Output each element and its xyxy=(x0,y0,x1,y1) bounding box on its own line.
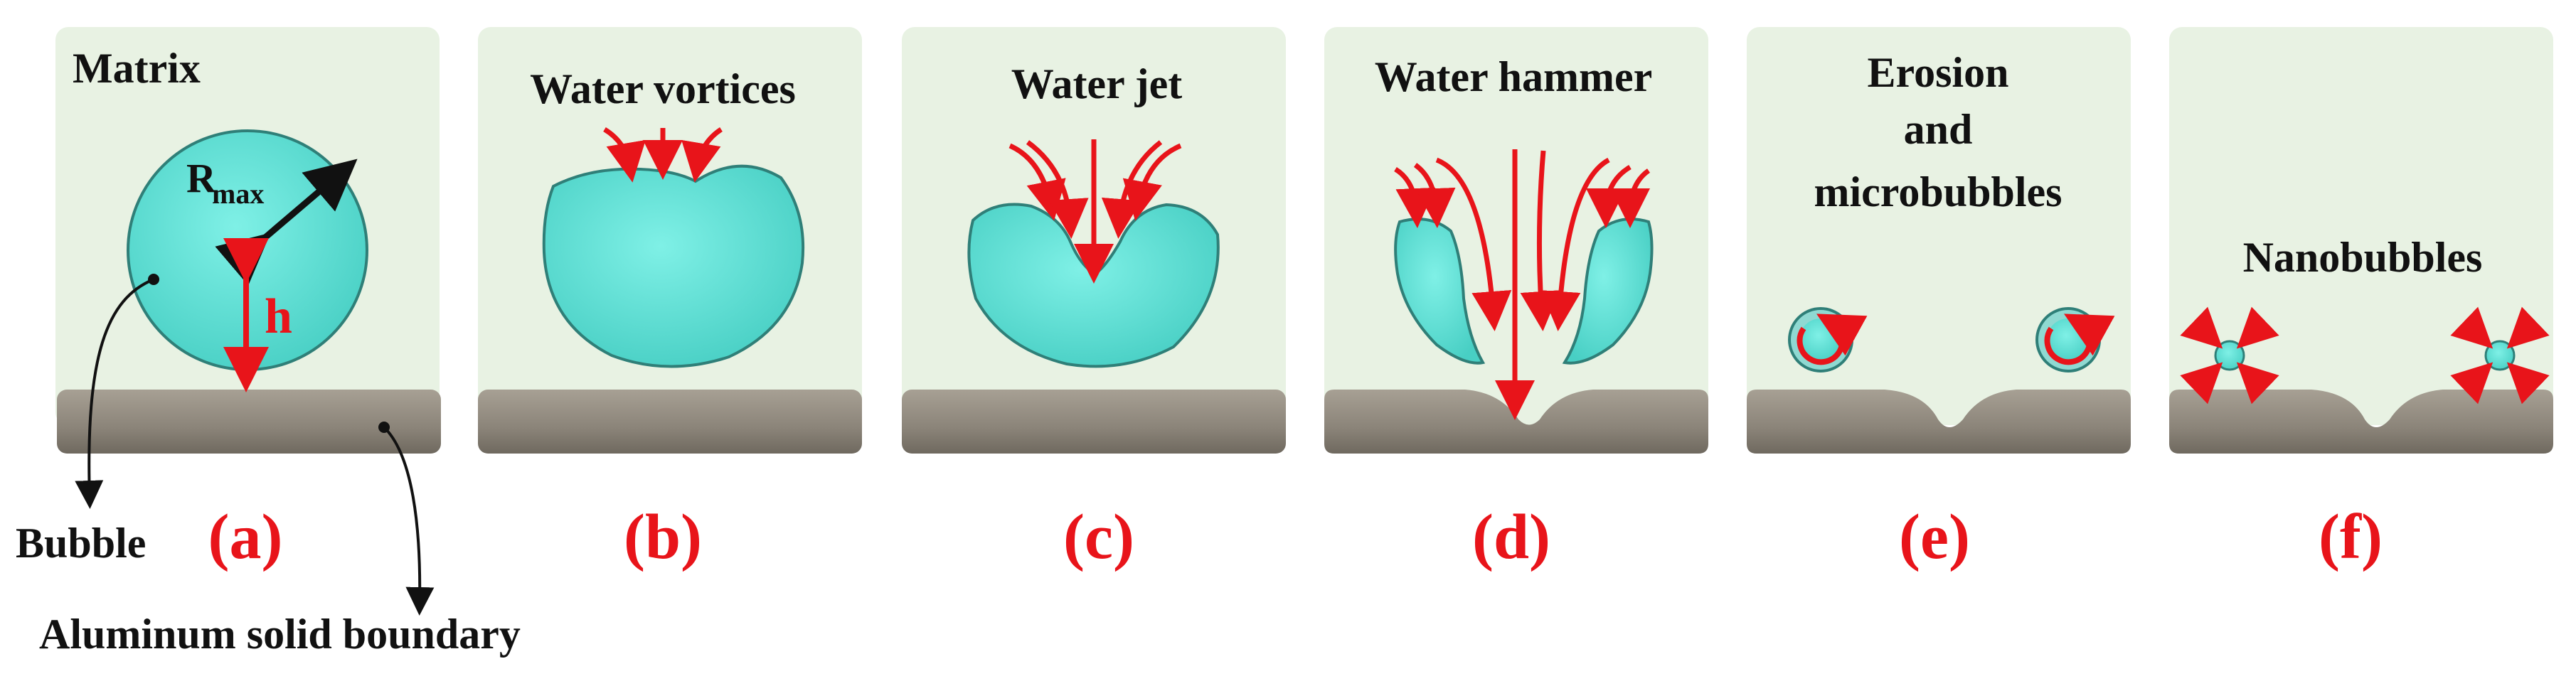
bubble-left-fragment xyxy=(1394,218,1486,365)
recirculation-arrow-icon xyxy=(2044,313,2115,365)
recirculation-arrow-icon xyxy=(1797,313,1868,365)
red-arrow-icon xyxy=(2180,306,2279,404)
panel-e: Erosion and microbubbles (e) xyxy=(1747,27,2131,572)
panel-d: Water hammer (d) xyxy=(1324,27,1708,572)
panel-f: Nanobubbles (f) xyxy=(2169,27,2553,572)
panel-a: R max h Matrix (a) Bubble Aluminum solid… xyxy=(16,27,521,658)
panel-title: Water jet xyxy=(1011,60,1182,107)
panel-label: (a) xyxy=(208,502,283,572)
panel-title: Nanobubbles xyxy=(2243,234,2483,281)
nanobubble xyxy=(2450,306,2550,404)
microbubble xyxy=(2035,307,2115,373)
panel-title: Matrix xyxy=(73,45,201,92)
aluminum-boundary xyxy=(1324,390,1708,454)
panel-label: (e) xyxy=(1899,502,1970,572)
aluminum-boundary xyxy=(57,390,441,454)
panel-label: (b) xyxy=(624,502,702,572)
panel-title-line: Erosion xyxy=(1868,49,2009,96)
microbubble xyxy=(1788,307,1868,373)
aluminum-boundary xyxy=(1747,390,2131,454)
panel-label: (c) xyxy=(1063,502,1134,572)
red-arrow-icon xyxy=(2450,306,2550,404)
panel-b: Water vortices (b) xyxy=(478,27,862,572)
boundary-label: Aluminum solid boundary xyxy=(39,611,521,658)
panel-title: Water hammer xyxy=(1375,53,1652,100)
aluminum-boundary xyxy=(2169,390,2553,454)
panel-label: (f) xyxy=(2319,502,2383,572)
panel-title-line: and xyxy=(1904,106,1973,153)
red-arrow-icon xyxy=(1008,139,1182,284)
h-label: h xyxy=(265,289,292,344)
leader-line-icon xyxy=(75,274,435,616)
panel-title-line: microbubbles xyxy=(1814,168,2063,215)
panel-c: Water jet (c) xyxy=(902,27,1286,572)
rmax-subscript: max xyxy=(212,178,264,210)
rmax-label: R xyxy=(186,155,217,201)
nanobubble xyxy=(2180,306,2279,404)
bubble-label: Bubble xyxy=(16,520,146,567)
bubble-right-fragment xyxy=(1562,218,1654,365)
panel-title: Water vortices xyxy=(530,65,796,112)
red-arrow-icon xyxy=(1394,149,1651,420)
aluminum-boundary xyxy=(478,390,862,454)
panel-label: (d) xyxy=(1472,502,1550,572)
red-arrow-icon xyxy=(603,127,723,183)
double-headed-arrow-icon xyxy=(215,159,358,286)
aluminum-boundary xyxy=(902,390,1286,454)
